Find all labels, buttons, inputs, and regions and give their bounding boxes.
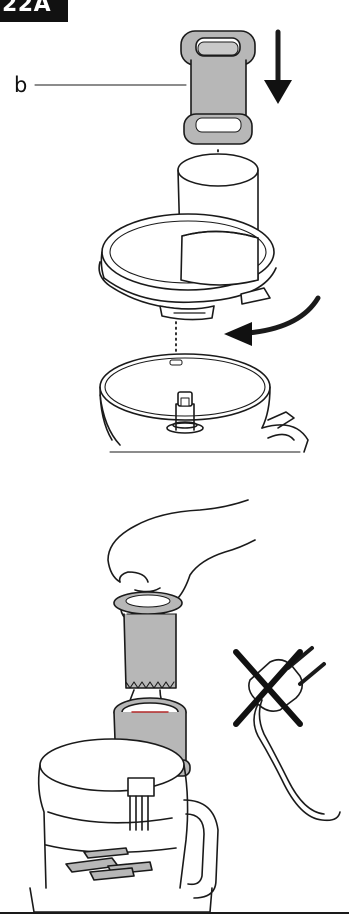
pusher-in-hand	[114, 592, 182, 688]
no-plug-icon	[236, 648, 340, 820]
arrow-down-icon	[264, 32, 292, 104]
bowl	[100, 354, 308, 452]
pusher-b	[181, 31, 255, 144]
lid-with-feed-tube	[99, 154, 276, 320]
curved-arrow-icon	[224, 298, 318, 346]
